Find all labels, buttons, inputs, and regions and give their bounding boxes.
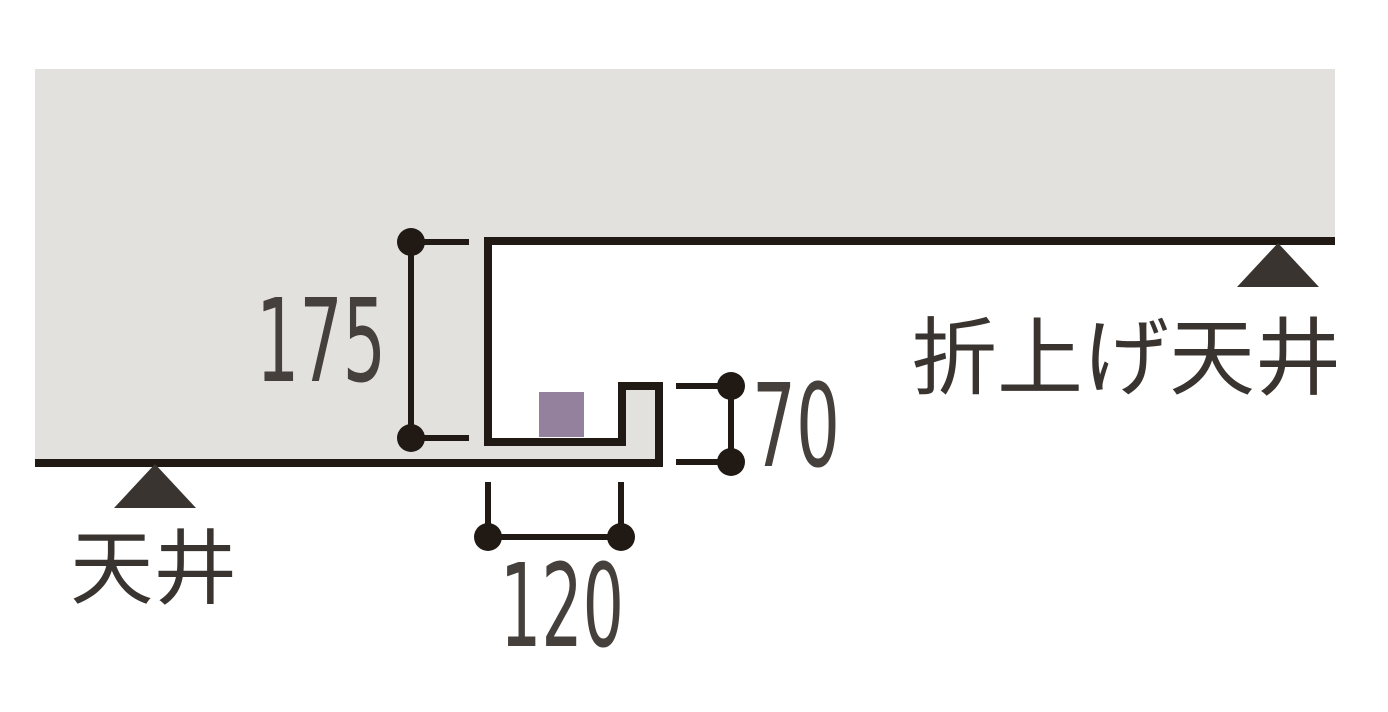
dimension-70-label: 70 <box>752 360 840 494</box>
dimension-175-label: 175 <box>256 275 386 409</box>
dimension-120-group <box>474 482 635 551</box>
ceiling-marker-icon <box>114 464 196 508</box>
dimension-endpoint-dot <box>717 448 745 476</box>
dimension-70-group <box>676 372 745 476</box>
dimension-endpoint-dot <box>607 523 635 551</box>
raised-ceiling-label: 折上げ天井 <box>911 310 1341 409</box>
profile-outline-group <box>35 237 1335 467</box>
dimension-endpoint-dot <box>717 372 745 400</box>
dimension-endpoint-dot <box>397 424 425 452</box>
ceiling-label: 天井 <box>70 522 237 617</box>
dimension-endpoint-dot <box>397 228 425 256</box>
cove-light-strip <box>539 392 584 437</box>
ceiling-structure-section <box>35 69 1335 463</box>
cove-profile-line <box>484 237 1335 466</box>
dimension-endpoint-dot <box>474 523 502 551</box>
dimension-175-group <box>397 228 469 452</box>
dimension-120-label: 120 <box>500 540 624 674</box>
raised-ceiling-marker-icon <box>1237 243 1319 287</box>
